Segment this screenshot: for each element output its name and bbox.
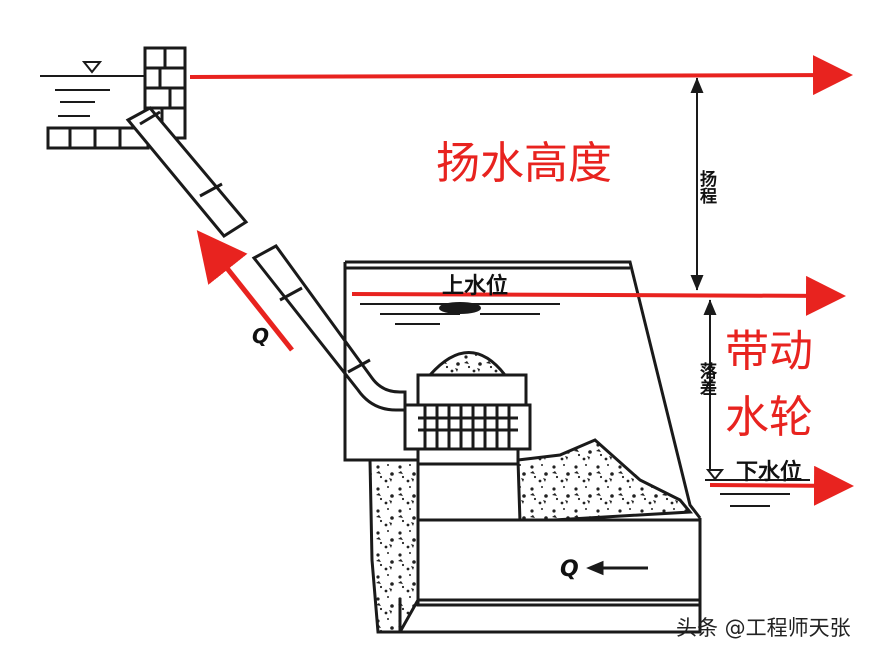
tailrace-flow-arrow [586,560,648,576]
red-level-arrows [189,55,854,506]
foundation [368,438,702,634]
upper-water-surface [40,61,145,117]
delivery-pipe-lower [251,244,407,412]
vertical-dimension-line [690,77,717,470]
house-water-surface [360,302,560,325]
lower-water-surface [705,469,810,507]
drive-wheel-label-line2: 水轮 [725,392,813,443]
lower-level-red-arrow [709,465,854,506]
head-vertical-label: 扬程 [696,169,717,204]
lift-height-label: 扬水高度 [436,138,612,189]
flow-q-upper-label: Q [252,324,269,348]
drop-vertical-label: 落差 [696,362,717,396]
flow-direction-red-arrow [196,230,294,352]
lower-water-level-label: 下水位 [736,460,803,485]
upper-level-red-arrow [189,55,853,96]
drive-wheel-label-line1: 带动 [725,326,813,377]
delivery-pipe-upper [125,106,249,238]
turbine-unit [403,351,532,466]
house-level-red-arrow [351,275,846,316]
flow-q-lower-label: Q [560,557,579,582]
upper-water-level-label: 上水位 [442,274,509,299]
watermark: 头条 @工程师天张 [676,616,851,640]
